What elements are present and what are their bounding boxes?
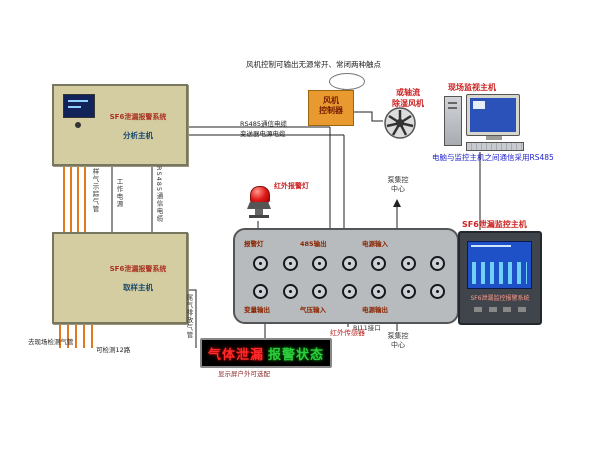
computer-tower	[444, 96, 462, 146]
led-red-text: 气体泄漏	[207, 347, 264, 363]
computer-screen	[470, 98, 516, 132]
terminal-row-bottom	[253, 284, 445, 299]
axial-fan-label-1: 或轴流	[396, 88, 420, 97]
pump-center-top-line1: 泵集控	[387, 176, 409, 184]
pump-center-top-label: 泵集控 中心	[380, 176, 416, 194]
terminal	[430, 284, 445, 299]
fan-controller-label-1: 风机	[323, 96, 339, 105]
analysis-host-subtitle: 分析主机	[123, 131, 153, 140]
arrow-up-icon	[393, 199, 401, 207]
panel-label-power-out: 电源输出	[362, 306, 388, 314]
fan-controller-label-2: 控制器	[319, 106, 343, 115]
pipes-label-channels: 可检测12路	[96, 346, 131, 354]
monitor-host-box: SF6泄漏监控报警系统	[458, 231, 542, 325]
cable-label-rs485: RS485通信电缆	[240, 120, 288, 128]
monitor-host-title: SF6泄漏监控主机	[462, 220, 527, 229]
terminal	[282, 256, 298, 271]
led-display: 气体泄漏 报警状态	[200, 338, 332, 368]
terminal	[312, 256, 327, 271]
wire-label-rs485: RS485通信电缆	[155, 166, 163, 223]
pump-center-bottom-line1: 泵集控	[387, 332, 409, 340]
analysis-host-title: SF6泄漏报警系统	[109, 113, 167, 121]
wire-label-work-power: 工作电源	[115, 178, 123, 208]
panel-label-alarm: 报警灯	[244, 240, 264, 248]
led-caption: 显示屏户外可选配	[218, 370, 270, 378]
callout-bubble	[329, 73, 365, 90]
rj11-label: RJ11接口	[353, 324, 381, 332]
axial-fan-label: 或轴流 除湿风机	[384, 87, 432, 109]
ir-sensor-label: 红外传感器	[330, 329, 365, 337]
terminal	[400, 256, 416, 271]
terminal	[371, 284, 386, 299]
led-green-text: 报警状态	[268, 347, 325, 363]
lcd-screen	[63, 94, 95, 118]
analysis-host-box: SF6泄漏报警系统 分析主机	[52, 84, 188, 166]
sampling-host-title: SF6泄漏报警系统	[109, 265, 167, 273]
desktop-computer	[444, 94, 528, 152]
terminal	[312, 284, 327, 299]
axial-fan-label-2: 除湿风机	[392, 99, 424, 108]
monitor-host-caption: SF6泄漏监控报警系统	[470, 295, 530, 302]
cable-label-transmitter-power: 变送器电源电缆	[240, 130, 286, 138]
panel-label-gas-in: 气压输入	[300, 306, 326, 314]
rs485-note: 电脑与监控主机之间通信采用RS485	[432, 153, 554, 162]
terminal	[341, 256, 357, 271]
panel-label-var-out: 变量输出	[244, 306, 270, 314]
sampling-host-subtitle: 取样主机	[123, 283, 153, 292]
terminal	[341, 284, 357, 299]
computer-keyboard	[466, 142, 524, 151]
wire-label-sample-gas: 样气示踪气管	[91, 168, 99, 213]
site-monitor-label: 现场监视主机	[448, 83, 496, 92]
monitor-stand	[486, 136, 502, 140]
power-button-icon	[75, 122, 81, 128]
alarm-beacon-icon	[247, 186, 271, 220]
sampling-host-box: SF6泄漏报警系统 取样主机	[52, 232, 188, 324]
pump-center-bottom-line2: 中心	[391, 340, 405, 349]
terminal	[400, 284, 416, 299]
pipes-label-to-field: 去现场检测气管	[28, 338, 74, 346]
panel-label-485-out: 485输出	[300, 240, 327, 248]
terminal-panel	[233, 228, 459, 324]
pipes-label-exhaust: 尾气排放气管	[185, 294, 193, 339]
terminal	[371, 256, 386, 271]
fan-icon	[384, 107, 416, 139]
computer-monitor	[466, 94, 520, 136]
monitor-host-screen	[467, 241, 532, 289]
terminal-row-top	[253, 256, 445, 271]
terminal	[253, 284, 268, 299]
panel-label-power-in: 电源输入	[362, 240, 388, 248]
terminal	[430, 256, 445, 271]
terminal	[253, 256, 268, 271]
pump-center-top-line2: 中心	[391, 184, 405, 193]
monitor-host-buttons	[474, 307, 526, 312]
pump-center-bottom-label: 泵集控 中心	[380, 332, 416, 350]
terminal	[282, 284, 298, 299]
fan-contact-note: 风机控制可输出无源常开、常闭两种触点	[246, 60, 381, 69]
fan-controller-box: 风机 控制器	[308, 90, 354, 126]
alarm-light-label: 红外报警灯	[274, 182, 309, 190]
